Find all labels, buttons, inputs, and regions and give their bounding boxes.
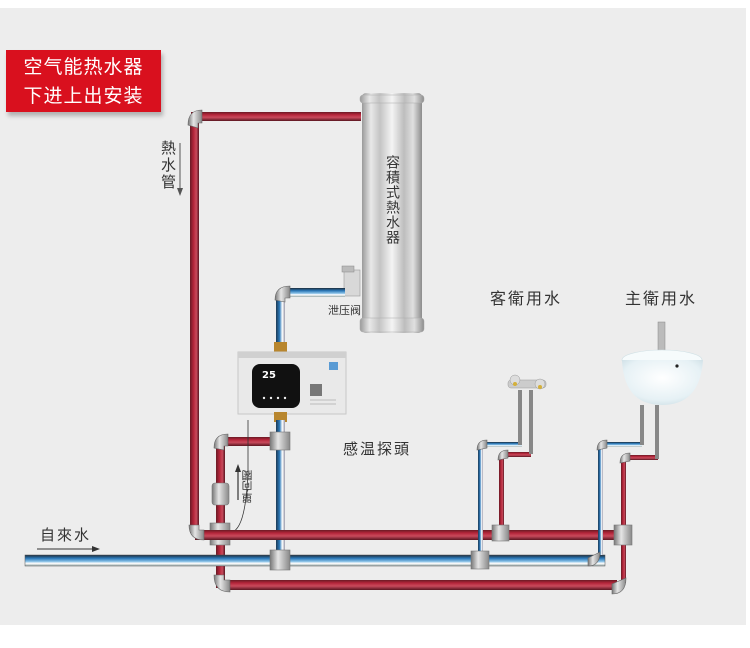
relief-valve-label: 泄压阀 <box>328 304 361 317</box>
return-hot-line <box>213 574 617 593</box>
master-bath-branch <box>587 321 703 595</box>
tap-water-arrow <box>37 546 100 552</box>
title-line-1: 空气能热水器 <box>23 56 144 78</box>
master-bath-label: 主衛用水 <box>625 289 698 308</box>
hot-supply-pipe <box>187 109 361 533</box>
heater-display-reading: 25 <box>262 370 276 381</box>
heat-pump-unit <box>237 351 347 415</box>
title-box: 空气能热水器 下进上出安装 <box>6 50 161 112</box>
tank-label: 容積式熱水器 <box>384 155 400 245</box>
hot-pipe-label: 熱水管 <box>159 140 177 191</box>
relief-valve <box>341 265 361 297</box>
guest-bath-label: 客衛用水 <box>490 289 563 308</box>
storage-tank <box>359 93 425 333</box>
tee-fitting <box>269 431 291 451</box>
shower-faucet <box>507 374 547 390</box>
guest-bath-branch <box>470 374 547 570</box>
heater-to-tank-pipe <box>274 285 345 352</box>
check-valve-label: 單向閥 <box>241 470 254 503</box>
tap-water-label: 自來水 <box>40 526 92 544</box>
check-valve <box>211 482 230 506</box>
heater-lower-pipes <box>209 412 291 588</box>
wash-basin <box>621 321 703 405</box>
elbow-fitting <box>187 109 203 129</box>
temp-sensor-label: 感温探頭 <box>343 440 412 458</box>
hot-pipe-arrow <box>177 143 183 196</box>
main-hot-line <box>188 524 620 541</box>
title-line-2: 下进上出安装 <box>23 85 144 107</box>
main-cold-line <box>24 549 606 571</box>
